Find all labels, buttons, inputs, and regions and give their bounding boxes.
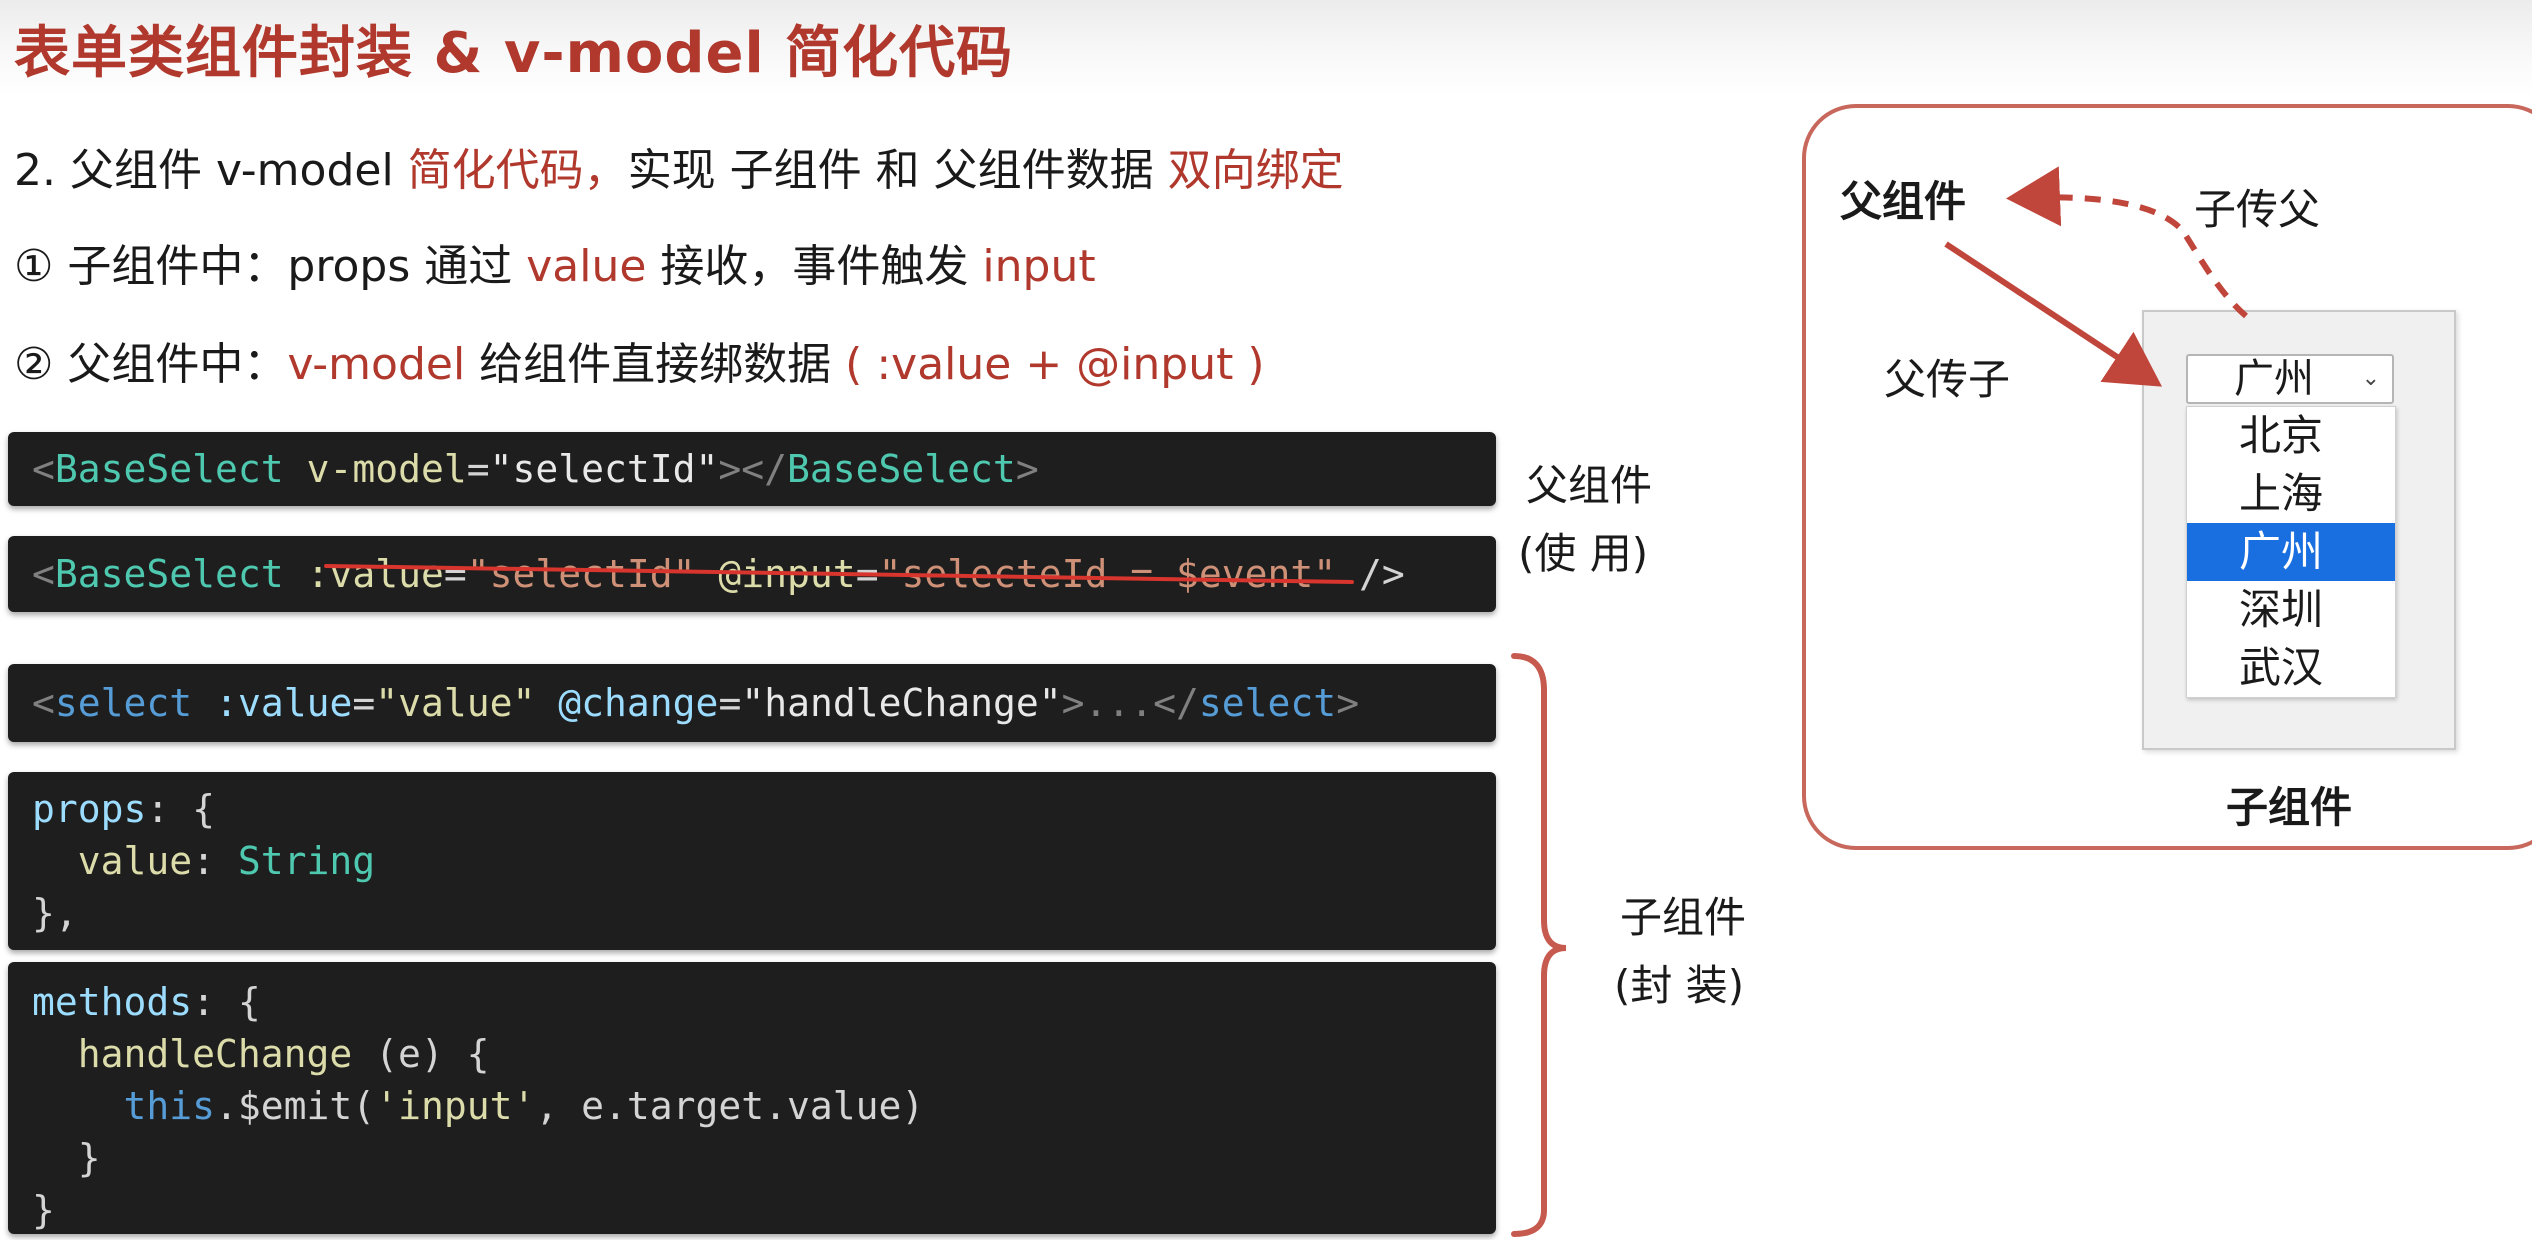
code-token: }: [32, 1188, 55, 1232]
point-3-text-d: ( :value + @input ): [845, 339, 1265, 390]
code-token: }: [32, 1136, 101, 1180]
code-line: <BaseSelect v-model="selectId"></BaseSel…: [8, 443, 1496, 495]
code-token: :value: [215, 681, 353, 725]
code-token: >...</: [1061, 681, 1199, 725]
point-3-text-b: v-model: [287, 339, 466, 390]
city-option[interactable]: 上海: [2239, 469, 2324, 518]
code-line: }: [8, 1184, 1496, 1236]
chevron-down-icon: ⌄: [2361, 366, 2380, 391]
parent-to-child-arrow: [1944, 241, 2163, 387]
code-line: }: [8, 1132, 1496, 1184]
code-token: },: [32, 891, 78, 935]
point-3-text-c: 给组件直接绑数据: [465, 339, 846, 390]
city-option[interactable]: 武汉: [2239, 643, 2324, 692]
label-child-wrap: 子组件: [1620, 893, 1747, 942]
child-code-bracket: [1511, 653, 1567, 1237]
point-1-text-b: 简化代码，: [407, 145, 628, 196]
code-token: :value: [306, 552, 444, 596]
code-token: "selectId": [466, 552, 696, 596]
code-token: methods: [32, 980, 193, 1024]
code-token: >: [1015, 447, 1039, 491]
code-token: @change: [558, 681, 719, 725]
code-token: "value": [375, 681, 536, 725]
city-options-list: 北京上海广州深圳武汉: [2186, 406, 2396, 698]
label-child-wrap-sub: (封 装): [1614, 961, 1745, 1010]
point-3-text-a: ② 父组件中：: [14, 339, 288, 390]
code-token: , e.target.value): [535, 1084, 925, 1128]
code-line: value: String: [8, 835, 1496, 887]
point-2-text-d: input: [982, 241, 1096, 292]
code-line: this.$emit('input', e.target.value): [8, 1080, 1496, 1132]
diagram-child-label: 子组件: [2226, 783, 2353, 832]
code-token: 'input': [375, 1084, 536, 1128]
code-block-props: props: { value: String },: [8, 772, 1496, 950]
code-token: =: [443, 552, 467, 596]
code-token: BaseSelect: [54, 552, 284, 596]
code-token: String: [237, 839, 376, 883]
point-line-2: ① 子组件中：props 通过 value 接收，事件触发 input: [14, 230, 1096, 294]
code-token: (e) {: [352, 1032, 490, 1076]
code-token: <: [32, 447, 55, 491]
diagram-child-to-parent-label: 子传父: [2194, 185, 2321, 234]
code-token: : {: [192, 980, 261, 1024]
city-option[interactable]: 北京: [2239, 411, 2324, 460]
code-token: >: [1336, 681, 1360, 725]
code-block-methods: methods: { handleChange (e) { this.$emit…: [8, 962, 1496, 1234]
code-line: },: [8, 887, 1496, 939]
code-block-parent-expanded: <BaseSelect :value="selectId" @input="se…: [8, 536, 1496, 612]
point-1-text-a: 2. 父组件 v-model: [14, 145, 408, 196]
code-line: <select :value="value" @change="handleCh…: [8, 677, 1496, 729]
code-token: select: [54, 681, 193, 725]
code-token: =: [718, 681, 742, 725]
code-token: : {: [146, 787, 216, 831]
code-token: />: [1336, 552, 1405, 596]
point-1-text-d: 双向绑定: [1167, 145, 1344, 196]
code-token: <: [32, 552, 55, 596]
code-token: select: [1198, 681, 1337, 725]
code-token: =: [352, 681, 376, 725]
code-token: <: [32, 681, 55, 725]
page-title: 表单类组件封装 & v-model 简化代码: [14, 21, 1014, 86]
code-token: :: [192, 839, 238, 883]
code-token: "selectId": [489, 447, 719, 491]
label-parent-use: 父组件: [1526, 461, 1653, 510]
point-line-3: ② 父组件中：v-model 给组件直接绑数据 ( :value + @inpu…: [14, 328, 1265, 392]
code-line: handleChange (e) {: [8, 1028, 1496, 1080]
diagram-panel: [1802, 104, 2532, 850]
city-option[interactable]: 深圳: [2239, 585, 2324, 634]
title-band: [0, 0, 2532, 96]
point-2-text-b: value: [526, 241, 647, 292]
code-token: ></: [718, 447, 788, 491]
city-select[interactable]: 广州 ⌄: [2186, 354, 2394, 404]
point-2-text-a: ① 子组件中：props 通过: [14, 241, 527, 292]
city-select-value: 广州: [2234, 356, 2314, 402]
code-block-parent-vmodel: <BaseSelect v-model="selectId"></BaseSel…: [8, 432, 1496, 506]
child-to-parent-arrow: [2006, 166, 2248, 319]
point-1-text-c: 实现 子组件 和 父组件数据: [627, 145, 1168, 196]
code-token: v-model: [306, 447, 467, 491]
city-option[interactable]: 广州: [2187, 523, 2395, 581]
code-token: .$emit(: [215, 1084, 376, 1128]
code-token: handleChange: [32, 1032, 353, 1076]
code-token: props: [32, 787, 147, 831]
code-block-child-select: <select :value="value" @change="handleCh…: [8, 664, 1496, 742]
code-token: BaseSelect: [54, 447, 284, 491]
label-parent-use-sub: (使 用): [1518, 529, 1649, 578]
point-line-1: 2. 父组件 v-model 简化代码，实现 子组件 和 父组件数据 双向绑定: [14, 134, 1344, 198]
diagram-parent-label: 父组件: [1840, 177, 1967, 226]
code-line: props: {: [8, 783, 1496, 835]
code-token: =: [466, 447, 490, 491]
diagram-parent-to-child-label: 父传子: [1884, 355, 2011, 404]
point-2-text-c: 接收，事件触发: [646, 241, 983, 292]
code-token: BaseSelect: [787, 447, 1016, 491]
code-token: "handleChange": [741, 681, 1062, 725]
code-token: value: [32, 839, 193, 883]
code-token: this: [32, 1084, 216, 1128]
code-line: methods: {: [8, 976, 1496, 1028]
